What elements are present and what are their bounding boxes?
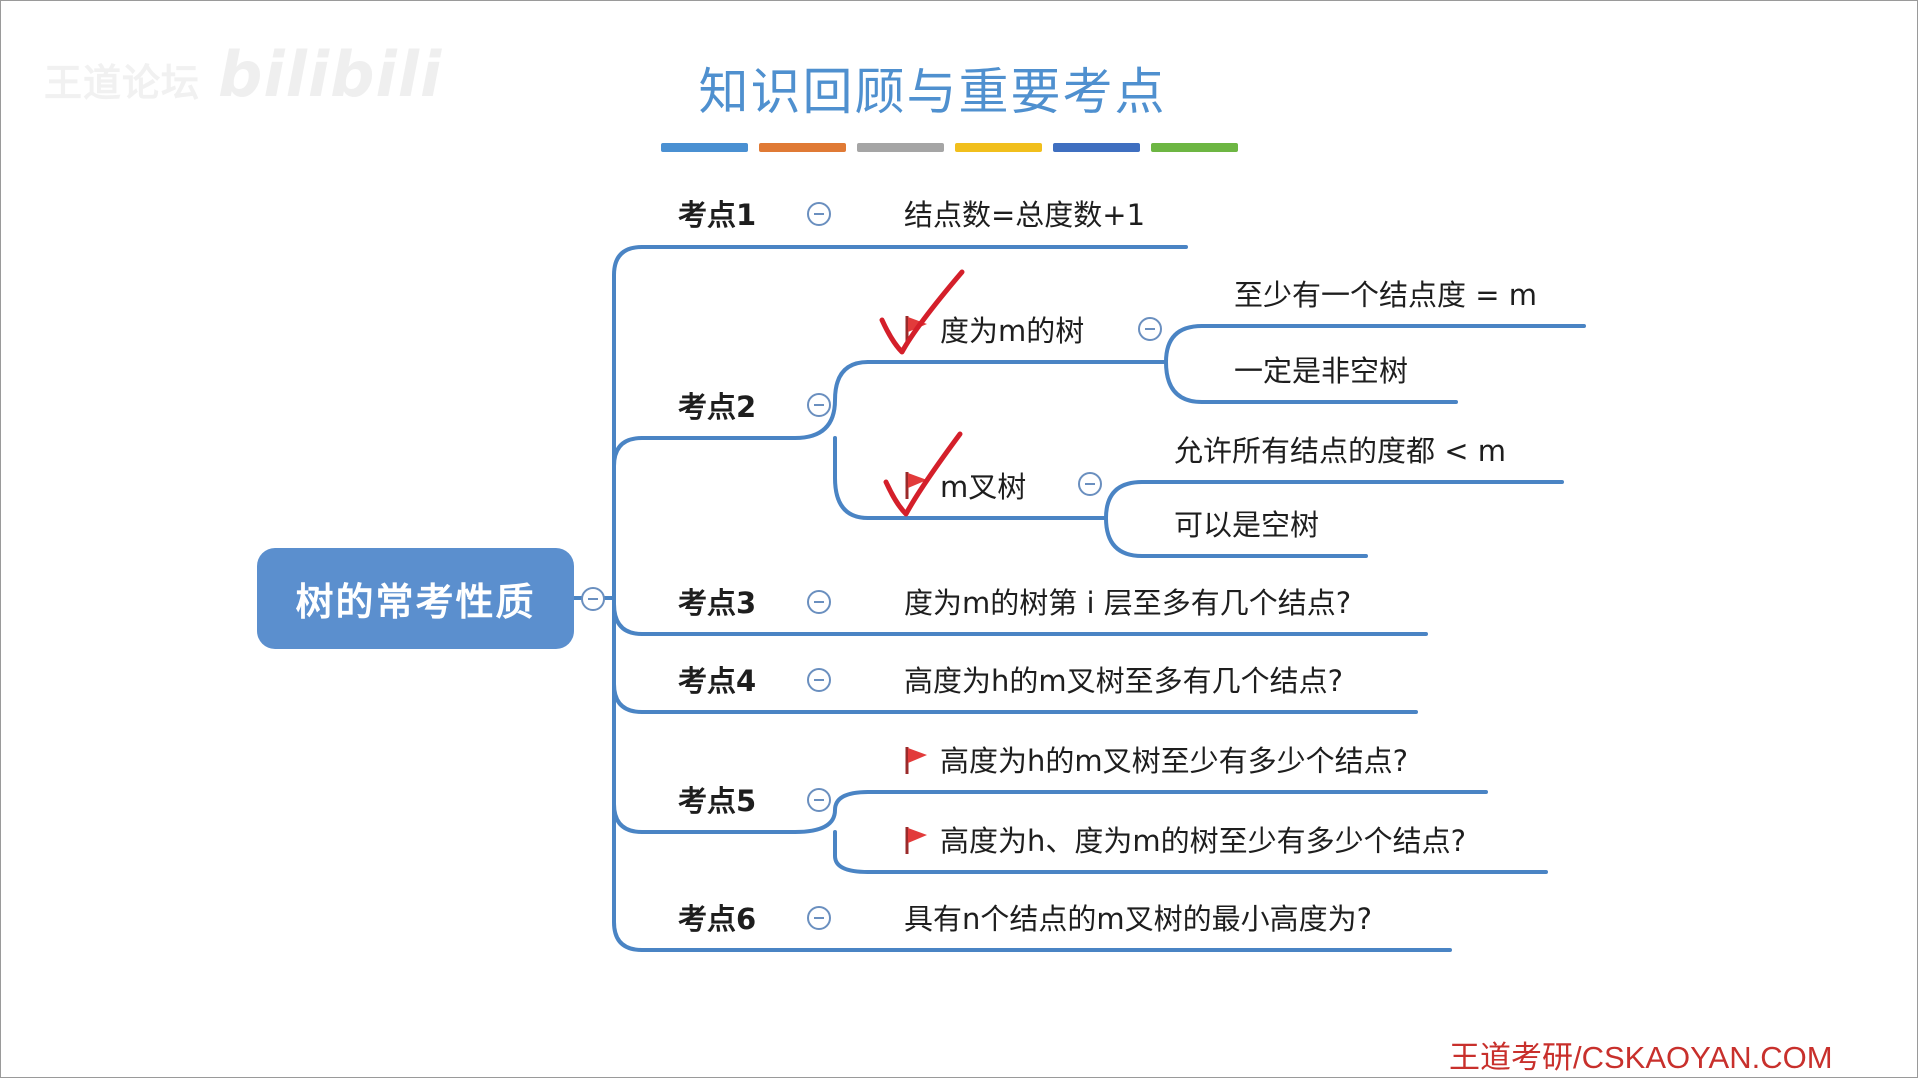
collapse-icon-point-2[interactable] bbox=[807, 393, 831, 417]
title-bar-blue bbox=[661, 143, 748, 152]
flag-icon bbox=[905, 472, 927, 499]
point-label-6: 考点6 bbox=[678, 902, 757, 936]
title-bar-orange bbox=[759, 143, 846, 152]
connector-kd2 bbox=[612, 436, 644, 468]
collapse-icon-point-5[interactable] bbox=[807, 788, 831, 812]
title-bar-green bbox=[1151, 143, 1238, 152]
point-label-2: 考点2 bbox=[678, 390, 757, 424]
connector-kd3 bbox=[612, 602, 644, 636]
node-g2: 一定是非空树 bbox=[1234, 354, 1409, 388]
node-c2a: 度为m的树 bbox=[940, 314, 1085, 348]
collapse-icon-root[interactable] bbox=[581, 587, 605, 611]
collapse-icon-point-4[interactable] bbox=[807, 668, 831, 692]
title-bar-gray bbox=[857, 143, 944, 152]
node-c3: 度为m的树第 i 层至多有几个结点? bbox=[904, 586, 1352, 620]
point-label-3: 考点3 bbox=[678, 586, 757, 620]
check-mark-icon bbox=[879, 269, 965, 355]
title-bar-yellow bbox=[955, 143, 1042, 152]
node-g4: 可以是空树 bbox=[1174, 508, 1320, 542]
collapse-icon-point-1[interactable] bbox=[807, 202, 831, 226]
point-label-5: 考点5 bbox=[678, 784, 757, 818]
node-c5b: 高度为h、度为m的树至少有多少个结点? bbox=[940, 824, 1467, 858]
connector-spine bbox=[612, 245, 644, 952]
check-mark-icon bbox=[883, 431, 963, 517]
flag-icon bbox=[905, 827, 927, 854]
node-c5a: 高度为h的m叉树至少有多少个结点? bbox=[940, 744, 1409, 778]
fork-c2a bbox=[1164, 324, 1204, 404]
connector-kd5 bbox=[612, 802, 644, 834]
fork-kd2 bbox=[793, 360, 870, 520]
title-bar-darkblue bbox=[1053, 143, 1140, 152]
fork-c2b bbox=[1104, 480, 1144, 558]
root-label: 树的常考性质 bbox=[295, 580, 536, 624]
collapse-icon-point-6[interactable] bbox=[807, 906, 831, 930]
node-c4: 高度为h的m叉树至多有几个结点? bbox=[904, 664, 1344, 698]
root-node[interactable]: 树的常考性质 bbox=[257, 548, 574, 649]
flag-icon bbox=[905, 747, 927, 774]
node-g1: 至少有一个结点度 = m bbox=[1234, 278, 1537, 312]
fork-kd5 bbox=[793, 790, 870, 874]
slide-title: 知识回顾与重要考点 bbox=[698, 63, 1167, 121]
node-c2b: m叉树 bbox=[940, 470, 1027, 504]
connector-kd4 bbox=[612, 682, 644, 714]
node-g3: 允许所有结点的度都 < m bbox=[1174, 434, 1506, 468]
collapse-icon-c2b[interactable] bbox=[1078, 472, 1102, 496]
watermark-text: 王道论坛 bbox=[44, 61, 201, 105]
node-c1: 结点数=总度数+1 bbox=[904, 198, 1146, 232]
point-label-4: 考点4 bbox=[678, 664, 757, 698]
collapse-icon-point-3[interactable] bbox=[807, 590, 831, 614]
footer-brand: 王道考研/CSKAOYAN.COM bbox=[1449, 1040, 1833, 1075]
watermark: 王道论坛 bilibili bbox=[44, 38, 442, 111]
watermark-logo: bilibili bbox=[218, 38, 443, 111]
collapse-icon-c2a[interactable] bbox=[1138, 317, 1162, 341]
node-c6: 具有n个结点的m叉树的最小高度为? bbox=[904, 902, 1373, 936]
point-label-1: 考点1 bbox=[678, 198, 757, 232]
